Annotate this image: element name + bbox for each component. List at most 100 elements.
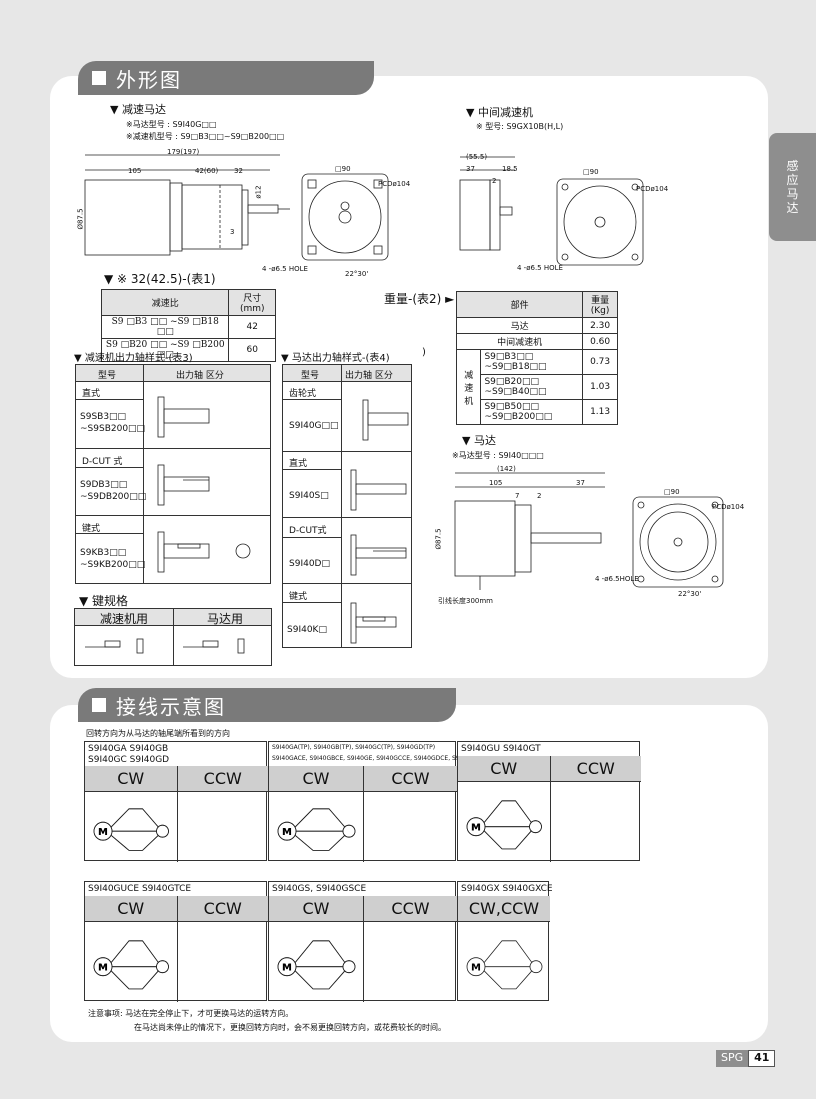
dim-shaft-dia: ø12 xyxy=(254,185,263,199)
motor-model: ※马达型号 : S9I40□□□ xyxy=(452,451,544,460)
table2-heading: 重量-(表2) ► xyxy=(384,292,455,306)
mid-dim-shaft: 18.5 xyxy=(502,165,518,173)
key-spec-table: 减速机用 马达用 xyxy=(74,608,272,666)
motor-shaft-table: 型号 出力轴 区分 齿轮式 S9I40G□□ 直式 S9I40S□ D-CUT式… xyxy=(282,364,412,648)
table-row: S9□B50□□ ~S9□B200□□1.13 xyxy=(457,399,618,425)
mid-dim-hole: 4 -ø6.5 HOLE xyxy=(517,264,563,272)
dim-body-dia: Ø87.5 xyxy=(76,208,85,230)
dim-reducer: 42(60) xyxy=(195,167,219,175)
mid-heading: ▼ 中间减速机 xyxy=(466,106,533,119)
wiring-schematic: M xyxy=(93,940,169,990)
motor-dim-total: (142) xyxy=(497,465,516,473)
wiring-direction-header: CW xyxy=(269,896,363,922)
wiring-model-label: S9I40GX S9I40GXCE xyxy=(461,884,553,894)
mid-dim-square: □90 xyxy=(583,168,599,176)
dim-overall: 179(197) xyxy=(167,148,200,156)
wiring-schematic: M xyxy=(277,940,356,990)
dim-pcd: PCDø104 xyxy=(378,180,411,188)
wiring-direction-header: CW xyxy=(85,766,177,792)
table-row: S9 □B3 □□ ~S9 □B18 □□42 xyxy=(100,315,276,339)
mid-model: ※ 型号: S9GX10B(H,L) xyxy=(476,122,564,131)
motor-heading: ▼ 马达 xyxy=(462,434,496,447)
dim-angle: 22°30' xyxy=(345,270,369,278)
page-label: SPG xyxy=(716,1050,749,1067)
reducer-motor-model: ※马达型号 : S9I40G□□ xyxy=(126,120,217,129)
reducer-front-view xyxy=(301,173,389,261)
section-title-text: 外形图 xyxy=(116,67,182,92)
table-header: 重量(Kg) xyxy=(582,291,618,318)
svg-text:M: M xyxy=(282,963,292,974)
table3-heading: ▼ 减速机出力轴样式-(表3) xyxy=(74,353,193,364)
page-number: SPG 41 xyxy=(716,1050,776,1067)
reducer-model: ※减速机型号 : S9□B3□□~S9□B200□□ xyxy=(126,132,285,141)
motor-side-drawing xyxy=(454,472,605,590)
mid-dim-pcd: PCDø104 xyxy=(636,185,669,193)
dim-motor: 105 xyxy=(128,167,142,175)
motor-dim-pcd: PCDø104 xyxy=(712,503,745,511)
wiring-model-label: S9I40GA(TP), S9I40GB(TP), S9I40GC(TP), S… xyxy=(272,744,436,751)
mid-front-view xyxy=(556,178,644,266)
svg-text:M: M xyxy=(98,827,108,838)
page-number-value: 41 xyxy=(748,1050,776,1067)
wiring-schematic: M xyxy=(466,940,543,990)
table-row: S9 □B20 □□ ~S9 □B200 □□60 xyxy=(100,338,276,362)
wiring-subtitle: 回转方向为从马达的轴尾端所看到的方向 xyxy=(86,729,230,738)
svg-text:M: M xyxy=(282,827,292,838)
reducer-shaft-table: 型号 出力轴 区分 直式 S9SB3□□ ~S9SB200□□ D-CUT 式 … xyxy=(75,364,271,584)
wiring-model-label: S9I40GA S9I40GB xyxy=(88,744,169,754)
svg-text:M: M xyxy=(282,827,292,838)
mid-dim-total: (55.5) xyxy=(466,153,488,161)
side-tab-char: 应 xyxy=(786,173,799,187)
mid-dim-step: 2 xyxy=(492,177,497,185)
wiring-schematic: M xyxy=(277,808,356,851)
wiring-direction-header: CCW xyxy=(363,766,457,792)
table-header: 尺寸(mm) xyxy=(228,289,276,316)
dim-hole: 4 -ø6.5 HOLE xyxy=(262,265,308,273)
motor-front-view xyxy=(632,496,724,588)
table1-heading: ▼ ※ 32(42.5)-(表1) xyxy=(104,272,216,286)
wiring-direction-header: CW,CCW xyxy=(458,896,550,922)
side-tab-motor: 感 应 马 达 xyxy=(769,133,816,241)
wiring-group: S9I40GA(TP), S9I40GB(TP), S9I40GC(TP), S… xyxy=(268,741,485,862)
svg-text:M: M xyxy=(471,823,481,834)
dim-step: 3 xyxy=(230,228,235,236)
wiring-model-label: S9I40GS, S9I40GSCE xyxy=(272,884,367,894)
table-header: 减速比 xyxy=(100,289,230,316)
svg-text:M: M xyxy=(98,827,108,838)
wiring-direction-header: CCW xyxy=(176,896,268,922)
wiring-direction-header: CCW xyxy=(363,896,457,922)
wiring-model-label: S9I40GC S9I40GD xyxy=(88,755,170,765)
section-title-text: 接线示意图 xyxy=(116,694,226,719)
wiring-schematic: M xyxy=(93,808,169,851)
svg-text:M: M xyxy=(282,963,292,974)
motor-dim-a: 7 xyxy=(515,492,520,500)
section-title-wiring: 接线示意图 xyxy=(78,688,456,722)
wiring-model-label: S9I40GACE, S9I40GBCE, S9I40GE, S9I40GCCE… xyxy=(272,755,486,762)
reducer-side-drawing xyxy=(84,154,290,256)
motor-lead-length: 引线长度300mm xyxy=(438,597,493,605)
wiring-group: S9I40GX S9I40GXCE CW,CCW M xyxy=(457,881,553,1001)
motor-dim-hole: 4 -ø6.5HOLE xyxy=(595,575,639,583)
ratio-table: 减速比尺寸(mm) S9 □B3 □□ ~S9 □B18 □□42 S9 □B2… xyxy=(100,289,276,362)
side-tab-char: 感 xyxy=(786,159,799,173)
mid-dim-body: 37 xyxy=(466,165,475,173)
dim-square: □90 xyxy=(335,165,351,173)
wiring-direction-header: CCW xyxy=(549,756,641,782)
reducer-heading: ▼ 减速马达 xyxy=(110,103,166,116)
side-tab-char: 达 xyxy=(786,201,799,215)
wiring-model-label: S9I40GUCE S9I40GTCE xyxy=(88,884,192,894)
wiring-note-2: 在马达尚未停止的情况下，更换回转方向时，会不易更换回转方向，或花费较长的时间。 xyxy=(134,1023,446,1032)
wiring-note-1: 注意事项: 马达在完全停止下，才可更换马达的运转方向。 xyxy=(88,1009,294,1018)
side-tab-char: 马 xyxy=(786,187,799,201)
dim-shaft: 32 xyxy=(234,167,243,175)
mid-side-drawing xyxy=(459,156,515,251)
motor-dim-square: □90 xyxy=(664,488,680,496)
svg-text:M: M xyxy=(471,823,481,834)
motor-dim-b: 2 xyxy=(537,492,542,500)
